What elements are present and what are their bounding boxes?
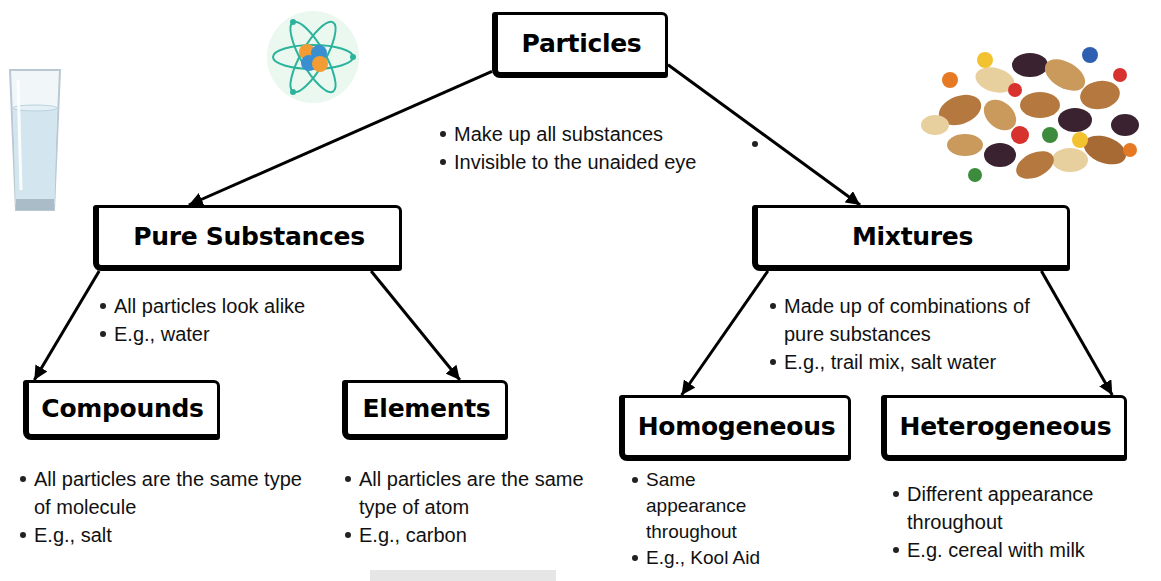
bullet-list: Same appearance throughoutE.g., Kool Aid [632,467,797,571]
bullet-dot [440,159,446,165]
category-box: HomogeneousSame appearance throughoutE.g… [619,395,851,461]
bullet-text: Invisible to the unaided eye [454,148,696,176]
bullet-text: All particles are the same type of molec… [34,465,310,521]
bullet-list: Different appearance throughoutE.g. cere… [893,480,1151,564]
arrow-connector [1041,271,1112,395]
bullet-text: E.g., Kool Aid [646,545,760,571]
box-heading: Mixtures [852,222,973,251]
bullet-dot [632,555,638,561]
bullet-list: All particles are the same type of atomE… [345,465,585,549]
grey-patch [370,570,556,581]
bullet-dot [752,141,758,147]
bullet-item: E.g., carbon [345,521,585,549]
water-glass [10,70,60,210]
bullet-text: E.g., salt [34,521,112,549]
bullet-list: Made up of combinations of pure substanc… [770,292,1070,376]
bullet-text: E.g. cereal with milk [907,536,1085,564]
arrow-connector [668,65,860,205]
category-box: MixturesMade up of combinations of pure … [752,205,1070,271]
box-heading: Particles [522,29,642,58]
bullet-dot [345,532,351,538]
bullet-dot [632,477,638,483]
bullet-text: E.g., trail mix, salt water [784,348,996,376]
arrow-connector [189,71,492,205]
bullet-list: Make up all substancesInvisible to the u… [440,120,730,176]
bullet-text: Different appearance throughout [907,480,1151,536]
bullet-item: All particles are the same type of molec… [20,465,310,521]
category-box: HeterogeneousDifferent appearance throug… [881,395,1127,461]
bullet-item: Different appearance throughout [893,480,1151,536]
bullet-dot [20,476,26,482]
bullet-text: E.g., water [114,320,210,348]
category-box: ParticlesMake up all substancesInvisible… [492,12,668,78]
trail-mix-photo [921,47,1139,184]
bullet-dot [100,331,106,337]
category-box: ElementsAll particles are the same type … [342,380,508,440]
bullet-item: E.g., water [100,320,380,348]
bullet-dot [770,303,776,309]
bullet-text: Same appearance throughout [646,467,797,545]
arrow-connector [682,271,768,395]
bullet-item: Made up of combinations of pure substanc… [770,292,1070,348]
bullet-dot [893,547,899,553]
bullet-text: All particles are the same type of atom [359,465,585,521]
bullet-item: E.g., salt [20,521,310,549]
bullet-dot [893,491,899,497]
bullet-list: All particles are the same type of molec… [20,465,310,549]
box-heading: Compounds [41,394,203,423]
bullet-item: Invisible to the unaided eye [440,148,730,176]
bullet-text: E.g., carbon [359,521,467,549]
atom-icon [267,11,359,103]
bullet-item: Same appearance throughout [632,467,797,545]
bullet-item: E.g., trail mix, salt water [770,348,1070,376]
bullet-item: Make up all substances [440,120,730,148]
bullet-dot [345,476,351,482]
box-heading: Heterogeneous [900,412,1112,441]
box-heading: Elements [363,394,491,423]
arrow-connector [371,271,460,380]
box-heading: Pure Substances [133,222,364,251]
category-box: Pure SubstancesAll particles look alikeE… [93,205,402,271]
bullet-dot [770,359,776,365]
bullet-item: All particles look alike [100,292,380,320]
box-heading: Homogeneous [638,412,835,441]
bullet-item: All particles are the same type of atom [345,465,585,521]
bullet-dot [440,131,446,137]
bullet-dot [20,532,26,538]
bullet-text: Make up all substances [454,120,663,148]
bullet-item: E.g., Kool Aid [632,545,797,571]
arrow-connector [34,271,99,380]
bullet-list: All particles look alikeE.g., water [100,292,380,348]
bullet-text: Made up of combinations of pure substanc… [784,292,1070,348]
bullet-dot [100,303,106,309]
bullet-text: All particles look alike [114,292,305,320]
category-box: CompoundsAll particles are the same type… [23,380,220,440]
bullet-item: E.g. cereal with milk [893,536,1151,564]
